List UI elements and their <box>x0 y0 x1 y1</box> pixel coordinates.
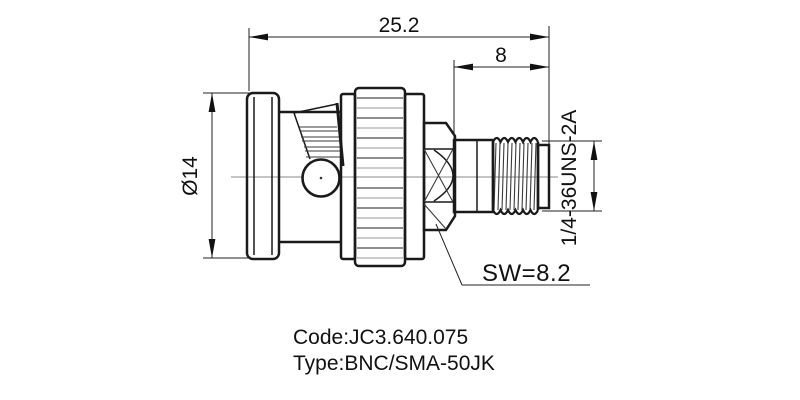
code-note: Code:JC3.640.075 <box>293 326 468 349</box>
neck-fill <box>454 140 493 212</box>
bayonet-hole-center-mark <box>319 176 323 180</box>
dim-flange-diameter: Ø14 <box>179 92 251 259</box>
type-note: Type:BNC/SMA-50JK <box>293 352 495 375</box>
sma-tip <box>536 143 551 210</box>
arrowhead-right <box>530 33 549 41</box>
arrowhead-bottom <box>208 239 216 258</box>
thread-crests-bottom <box>492 207 539 216</box>
arrowhead-bottom <box>590 192 598 211</box>
arrowhead-right <box>530 63 549 71</box>
thread-crests-top <box>492 136 539 145</box>
flange-outline <box>245 91 281 261</box>
slot-stair-lines <box>299 126 342 158</box>
knurl-lines-dark <box>357 97 403 249</box>
flange-diameter-label: Ø14 <box>179 156 202 196</box>
dim-sma-length: 8 <box>453 44 549 138</box>
wrench-size-label: SW=8.2 <box>482 260 571 287</box>
bnc-body <box>279 102 345 244</box>
flange-fill <box>247 93 279 259</box>
knurl-lines-light <box>357 107 403 259</box>
overall-length-label: 25.2 <box>379 14 420 37</box>
dim-thread-spec: 1/4-36UNS-2A <box>542 110 602 247</box>
slot-opening-edge <box>293 103 338 114</box>
hex-chamfer-diagonals <box>423 148 454 230</box>
arrowhead-left <box>249 33 268 41</box>
bnc-flange <box>245 91 281 261</box>
callout-wrench-size: SW=8.2 <box>435 223 590 287</box>
leader-line <box>435 223 463 286</box>
hex-outline <box>422 121 457 232</box>
sma-length-label: 8 <box>495 44 507 67</box>
note-block: Code:JC3.640.075 Type:BNC/SMA-50JK <box>293 326 495 375</box>
arrowhead-top <box>208 93 216 112</box>
arrowhead-top <box>590 141 598 160</box>
thread-hatch-lines <box>493 142 537 211</box>
coupling-nut <box>339 86 426 268</box>
dim-overall-length: 25.2 <box>248 14 550 144</box>
arrowhead-left <box>454 63 473 71</box>
thread-spec-label: 1/4-36UNS-2A <box>558 110 581 247</box>
